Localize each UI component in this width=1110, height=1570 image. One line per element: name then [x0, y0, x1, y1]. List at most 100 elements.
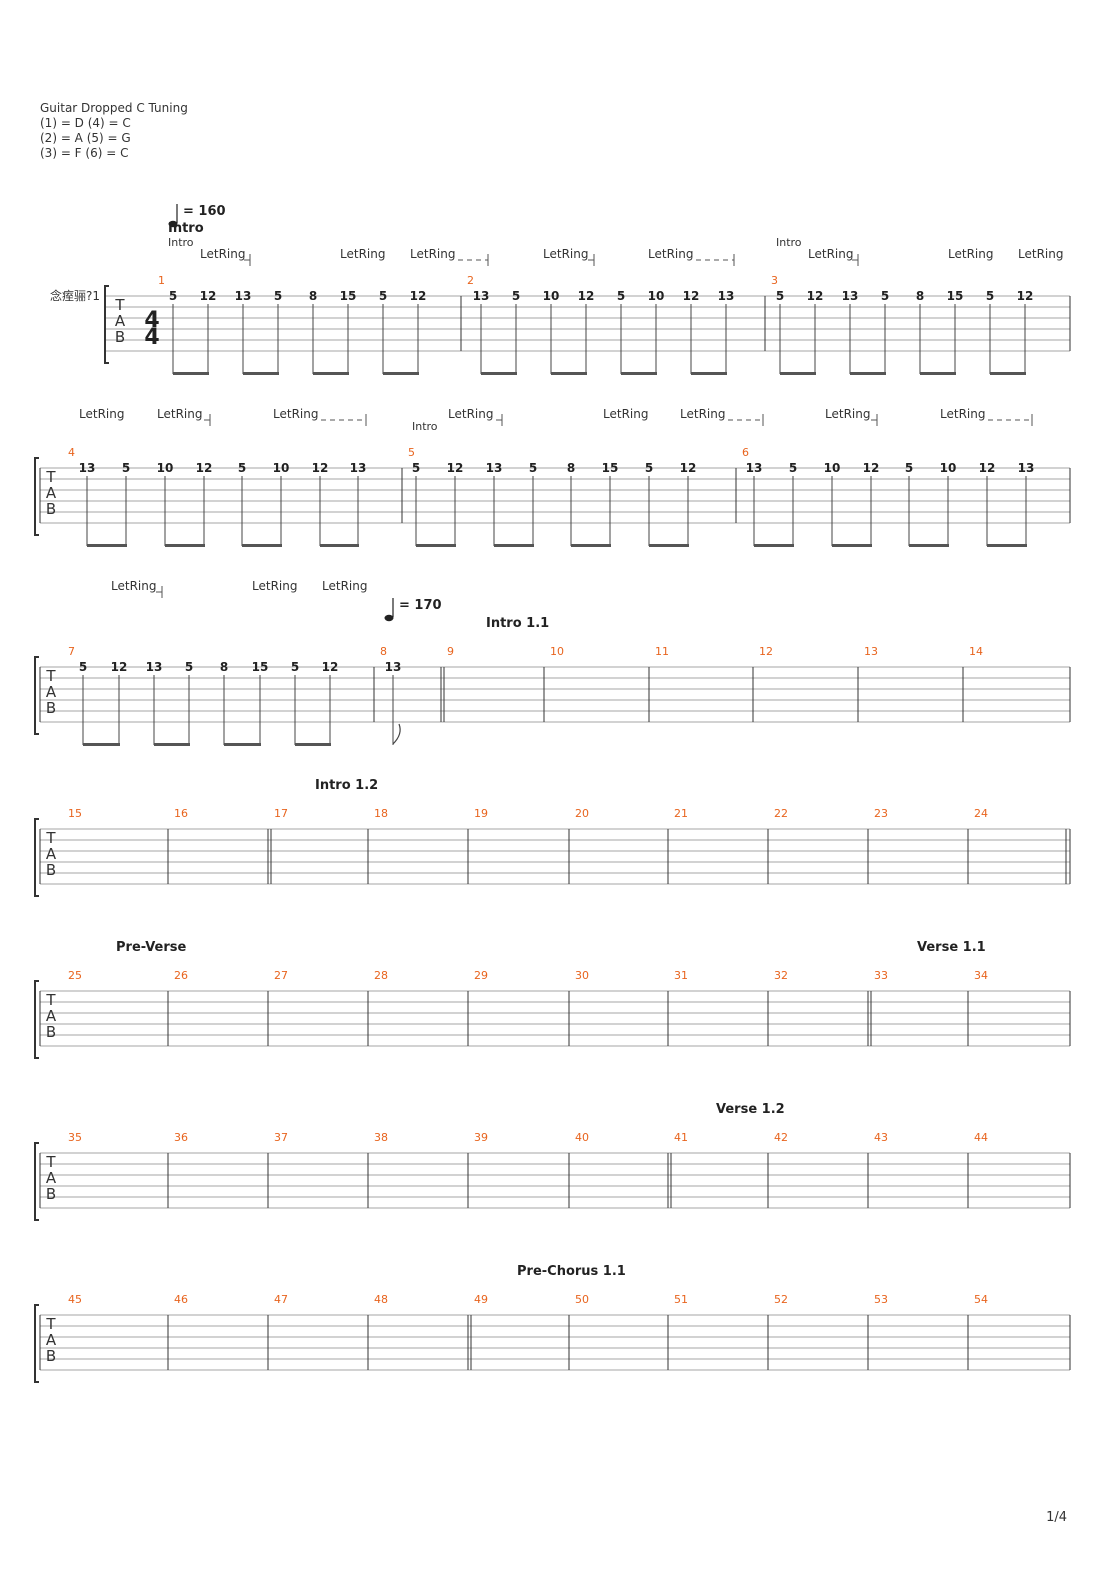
fret-number: 12 — [410, 289, 427, 303]
tab-clef-letter: T — [45, 991, 56, 1009]
fret-number: 5 — [512, 289, 520, 303]
fret-number: 5 — [905, 461, 913, 475]
beam — [850, 372, 886, 375]
let-ring-label: LetRing — [273, 407, 318, 421]
beam — [313, 372, 349, 375]
measure-number: 27 — [274, 969, 288, 982]
measure-number: 35 — [68, 1131, 82, 1144]
beam — [780, 372, 816, 375]
tuning-line: (2) = A (5) = G — [40, 131, 131, 145]
beam — [649, 544, 689, 547]
let-ring-label: LetRing — [940, 407, 985, 421]
let-ring-label: LetRing — [157, 407, 202, 421]
fret-number: 12 — [683, 289, 700, 303]
measure-number: 11 — [655, 645, 669, 658]
measure-number: 33 — [874, 969, 888, 982]
tab-clef-letter: A — [46, 845, 57, 863]
let-ring-label: LetRing — [340, 247, 385, 261]
fret-number: 10 — [648, 289, 665, 303]
let-ring-label: LetRing — [1018, 247, 1063, 261]
fret-number: 5 — [776, 289, 784, 303]
measure-number: 17 — [274, 807, 288, 820]
fret-number: 12 — [200, 289, 217, 303]
measure-number: 39 — [474, 1131, 488, 1144]
measure-number: 53 — [874, 1293, 888, 1306]
fret-number: 5 — [169, 289, 177, 303]
beam — [383, 372, 419, 375]
section-label: Intro 1.1 — [486, 616, 549, 631]
section-label: Pre-Chorus 1.1 — [517, 1264, 626, 1279]
tab-clef-letter: B — [46, 861, 56, 879]
beam — [691, 372, 727, 375]
let-ring-label: LetRing — [200, 247, 245, 261]
let-ring-label: LetRing — [448, 407, 493, 421]
measure-number: 52 — [774, 1293, 788, 1306]
fret-number: 5 — [122, 461, 130, 475]
tuning-title: Guitar Dropped C Tuning — [40, 101, 188, 115]
tempo-marking: = 160 — [183, 204, 226, 219]
fret-number: 12 — [979, 461, 996, 475]
tab-clef-letter: B — [115, 328, 125, 346]
beam — [242, 544, 282, 547]
fret-number: 12 — [312, 461, 329, 475]
measure-number: 4 — [68, 446, 75, 459]
measure-number: 50 — [575, 1293, 589, 1306]
measure-number: 34 — [974, 969, 988, 982]
section-label: Intro — [168, 221, 204, 236]
fret-number: 12 — [680, 461, 697, 475]
beam — [87, 544, 127, 547]
let-ring-label: LetRing — [79, 407, 124, 421]
fret-number: 5 — [274, 289, 282, 303]
measure-number: 30 — [575, 969, 589, 982]
beam — [494, 544, 534, 547]
fret-number: 13 — [1018, 461, 1035, 475]
tab-clef-letter: A — [46, 1169, 57, 1187]
fret-number: 13 — [473, 289, 490, 303]
measure-number: 25 — [68, 969, 82, 982]
fret-number: 5 — [789, 461, 797, 475]
tab-clef-letter: B — [46, 1185, 56, 1203]
fret-number: 5 — [645, 461, 653, 475]
fret-number: 15 — [602, 461, 619, 475]
measure-number: 31 — [674, 969, 688, 982]
measure-number: 14 — [969, 645, 983, 658]
fret-number: 5 — [529, 461, 537, 475]
fret-number: 10 — [157, 461, 174, 475]
fret-number: 13 — [486, 461, 503, 475]
measure-number: 7 — [68, 645, 75, 658]
measure-number: 44 — [974, 1131, 988, 1144]
quarter-note-icon — [168, 220, 178, 228]
beam — [165, 544, 205, 547]
beam — [909, 544, 949, 547]
measure-number: 12 — [759, 645, 773, 658]
tab-clef-letter: T — [45, 1153, 56, 1171]
let-ring-label: LetRing — [111, 579, 156, 593]
page-number: 1/4 — [1046, 1510, 1067, 1525]
measure-number: 26 — [174, 969, 188, 982]
beam — [990, 372, 1026, 375]
measure-number: 43 — [874, 1131, 888, 1144]
let-ring-label: LetRing — [410, 247, 455, 261]
beam — [416, 544, 456, 547]
measure-number: 49 — [474, 1293, 488, 1306]
tuning-line: (3) = F (6) = C — [40, 146, 129, 160]
fret-number: 8 — [916, 289, 924, 303]
let-ring-label: LetRing — [948, 247, 993, 261]
beam — [224, 743, 261, 746]
time-signature-top: 4 — [144, 308, 159, 333]
beam — [154, 743, 190, 746]
beam — [320, 544, 359, 547]
tab-clef-letter: A — [115, 312, 126, 330]
system-bracket — [34, 1142, 39, 1221]
fret-number: 13 — [79, 461, 96, 475]
measure-number: 45 — [68, 1293, 82, 1306]
measure-number: 21 — [674, 807, 688, 820]
fret-number: 8 — [567, 461, 575, 475]
measure-number: 37 — [274, 1131, 288, 1144]
fret-number: 12 — [196, 461, 213, 475]
small-section-label: Intro — [776, 236, 802, 249]
measure-number: 18 — [374, 807, 388, 820]
system-bracket — [34, 818, 39, 897]
tab-clef-letter: B — [46, 699, 56, 717]
